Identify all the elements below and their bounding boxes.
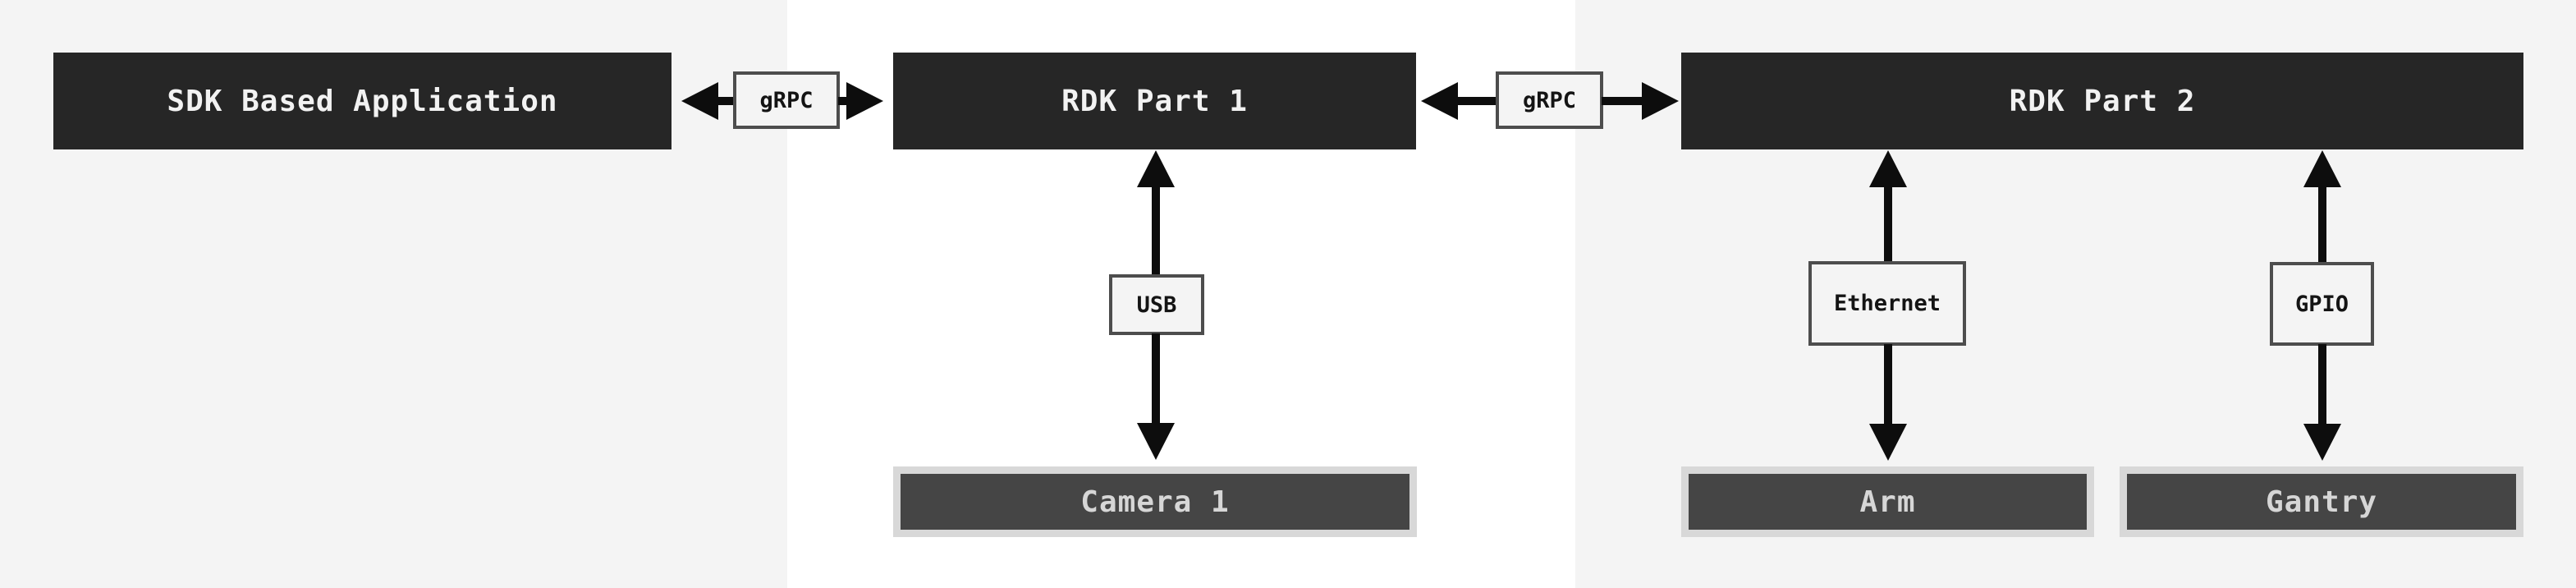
edge-label-grpc-right-text: gRPC [1522,87,1577,113]
device-arm-label: Arm [1859,485,1916,519]
arrowhead-down-camera [1137,423,1175,460]
arrowhead-up-rdk2-ethernet [1869,150,1907,187]
node-rdk-part-1-label: RDK Part 1 [1061,84,1248,118]
device-arm: Arm [1681,466,2094,537]
edge-label-ethernet: Ethernet [1808,261,1966,346]
arrow-shaft [2318,186,2326,264]
edge-label-usb: USB [1109,274,1204,335]
arrowhead-up-rdk1 [1137,150,1175,187]
device-gantry: Gantry [2120,466,2523,537]
edge-label-grpc-left: gRPC [733,71,840,129]
arrow-shaft [1884,186,1892,263]
arrowhead-left-sdk [681,82,718,120]
arrowhead-down-arm [1869,424,1907,461]
edge-label-gpio-text: GPIO [2294,291,2349,317]
arrow-shaft [1152,186,1160,276]
arrowhead-right-rdk1 [846,82,883,120]
node-rdk-part-2: RDK Part 2 [1681,53,2523,149]
edge-label-usb-text: USB [1136,292,1177,318]
arrow-shaft [1884,344,1892,426]
edge-label-ethernet-text: Ethernet [1833,291,1941,316]
edge-label-grpc-right: gRPC [1496,71,1603,129]
arrowhead-up-rdk2-gpio [2303,150,2341,187]
arrow-shaft [1602,97,1643,105]
device-camera-1: Camera 1 [893,466,1417,537]
node-sdk-based-application-label: SDK Based Application [167,84,558,118]
device-camera-1-label: Camera 1 [1080,485,1230,519]
arrow-shaft [714,97,735,105]
arrowhead-left-rdk1 [1421,82,1458,120]
edge-label-gpio: GPIO [2270,262,2374,346]
node-rdk-part-2-label: RDK Part 2 [2009,84,2196,118]
node-rdk-part-1: RDK Part 1 [893,53,1416,149]
node-sdk-based-application: SDK Based Application [53,53,672,149]
edge-label-grpc-left-text: gRPC [759,87,814,113]
arrowhead-down-gantry [2303,424,2341,461]
arrow-shaft [1152,333,1160,425]
arrowhead-right-rdk2 [1642,82,1679,120]
arrow-shaft [2318,344,2326,426]
device-gantry-label: Gantry [2265,485,2378,519]
arrow-shaft [1455,97,1497,105]
